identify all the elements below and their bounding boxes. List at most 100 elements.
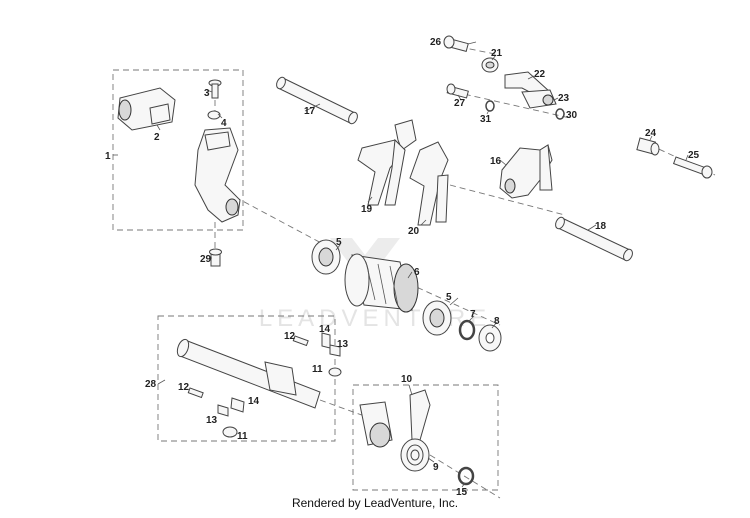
callout-1: 1 bbox=[105, 151, 111, 162]
leader-28 bbox=[157, 379, 166, 385]
callout-12a: 12 bbox=[284, 331, 296, 342]
part-11-roller-lower bbox=[222, 426, 238, 438]
callout-6: 6 bbox=[414, 267, 420, 278]
callout-13b: 13 bbox=[206, 415, 218, 426]
part-21-collar bbox=[481, 57, 499, 73]
callout-21: 21 bbox=[491, 48, 503, 59]
callout-28: 28 bbox=[145, 379, 157, 390]
callout-4: 4 bbox=[221, 118, 227, 129]
callout-13a: 13 bbox=[337, 339, 349, 350]
part-14-clip-lower bbox=[230, 397, 245, 413]
footer-credit: Rendered by LeadVenture, Inc. bbox=[292, 496, 458, 510]
callout-11a: 11 bbox=[312, 364, 323, 375]
part-30-washer bbox=[555, 108, 565, 120]
part-25-bolt bbox=[672, 156, 713, 179]
callout-3: 3 bbox=[204, 88, 210, 99]
axis-line-spring bbox=[429, 454, 501, 499]
leader-5a bbox=[335, 244, 341, 251]
part-28-shift-shaft bbox=[176, 338, 321, 409]
part-24-collar bbox=[636, 137, 660, 156]
leader-24 bbox=[649, 135, 653, 141]
part-12-pin-upper bbox=[292, 335, 309, 347]
callout-25: 25 bbox=[688, 150, 700, 161]
part-13-spring-lower bbox=[217, 404, 229, 417]
callout-23: 23 bbox=[558, 93, 570, 104]
part-11-roller-upper bbox=[328, 367, 342, 377]
part-17-fork-shaft bbox=[276, 76, 358, 125]
callout-5a: 5 bbox=[336, 237, 342, 248]
leader-15 bbox=[461, 482, 466, 488]
callout-11b: 11 bbox=[237, 431, 248, 442]
callout-15: 15 bbox=[456, 487, 468, 498]
callout-31: 31 bbox=[480, 114, 492, 125]
part-5-bearing-left bbox=[311, 239, 341, 275]
part-9-spring bbox=[400, 438, 430, 472]
part-26-bolt bbox=[443, 35, 469, 53]
callout-labels: 1 2 3 4 5 6 5 7 8 9 10 11 11 12 12 13 13… bbox=[105, 37, 700, 498]
axis-line-bolt-26 bbox=[449, 44, 501, 56]
callout-14a: 14 bbox=[319, 324, 331, 335]
callout-14b: 14 bbox=[248, 396, 260, 407]
leader-27 bbox=[457, 94, 462, 101]
callout-16: 16 bbox=[490, 156, 502, 167]
leader-18 bbox=[587, 224, 597, 231]
leader-4 bbox=[217, 113, 223, 119]
group-box-1 bbox=[112, 69, 244, 231]
part-19-shift-fork bbox=[357, 119, 417, 206]
callout-29: 29 bbox=[200, 254, 212, 265]
callout-20: 20 bbox=[408, 226, 420, 237]
callout-27: 27 bbox=[454, 98, 466, 109]
callout-19: 19 bbox=[361, 204, 373, 215]
leader-9 bbox=[427, 457, 435, 463]
callout-9: 9 bbox=[433, 462, 439, 473]
leader-19 bbox=[367, 196, 373, 203]
callout-12b: 12 bbox=[178, 382, 190, 393]
leader-8 bbox=[491, 321, 498, 329]
part-8-washer bbox=[478, 324, 502, 352]
leader-6 bbox=[407, 271, 413, 279]
part-1-shift-lever-assembly bbox=[117, 87, 241, 223]
axis-line-shift-lever bbox=[234, 196, 326, 246]
callout-5b: 5 bbox=[446, 292, 452, 303]
part-3-pin bbox=[208, 79, 222, 99]
leader-23 bbox=[553, 97, 559, 101]
leader-26 bbox=[467, 41, 477, 45]
leader-2 bbox=[156, 124, 161, 131]
part-5-bearing-right bbox=[422, 300, 452, 336]
part-16-shift-fork bbox=[499, 144, 553, 199]
leader-7 bbox=[467, 315, 475, 323]
callout-30: 30 bbox=[566, 110, 578, 121]
part-20-shift-fork bbox=[409, 141, 449, 226]
leader-3 bbox=[206, 89, 213, 93]
group-box-10 bbox=[352, 384, 499, 491]
callout-8: 8 bbox=[494, 316, 500, 327]
part-6-shift-drum bbox=[344, 253, 419, 313]
part-15-circlip bbox=[457, 466, 475, 486]
part-12-pin-lower bbox=[187, 387, 204, 399]
leader-20 bbox=[420, 219, 427, 226]
part-13-spring-upper bbox=[329, 344, 341, 357]
callout-7: 7 bbox=[470, 309, 476, 320]
part-7-circlip bbox=[458, 319, 476, 341]
part-14-clip-upper bbox=[321, 332, 331, 349]
part-18-fork-shaft bbox=[555, 216, 633, 262]
leader-5b bbox=[449, 297, 459, 306]
part-31-washer bbox=[485, 100, 495, 112]
leader-10 bbox=[408, 384, 413, 396]
callout-17: 17 bbox=[304, 106, 316, 117]
watermark-text: LEADVENTURE bbox=[259, 305, 491, 332]
callout-10: 10 bbox=[401, 374, 413, 385]
callout-2: 2 bbox=[154, 132, 160, 143]
part-27-bolt bbox=[446, 83, 469, 99]
callout-22: 22 bbox=[534, 69, 546, 80]
leader-25 bbox=[685, 154, 689, 161]
leader-16 bbox=[499, 159, 507, 166]
callout-26: 26 bbox=[430, 37, 442, 48]
leader-22 bbox=[527, 75, 535, 80]
leader-21 bbox=[491, 54, 497, 61]
part-29-bolt bbox=[209, 248, 222, 267]
leader-31 bbox=[486, 109, 490, 115]
part-10-shift-arm bbox=[359, 389, 431, 448]
